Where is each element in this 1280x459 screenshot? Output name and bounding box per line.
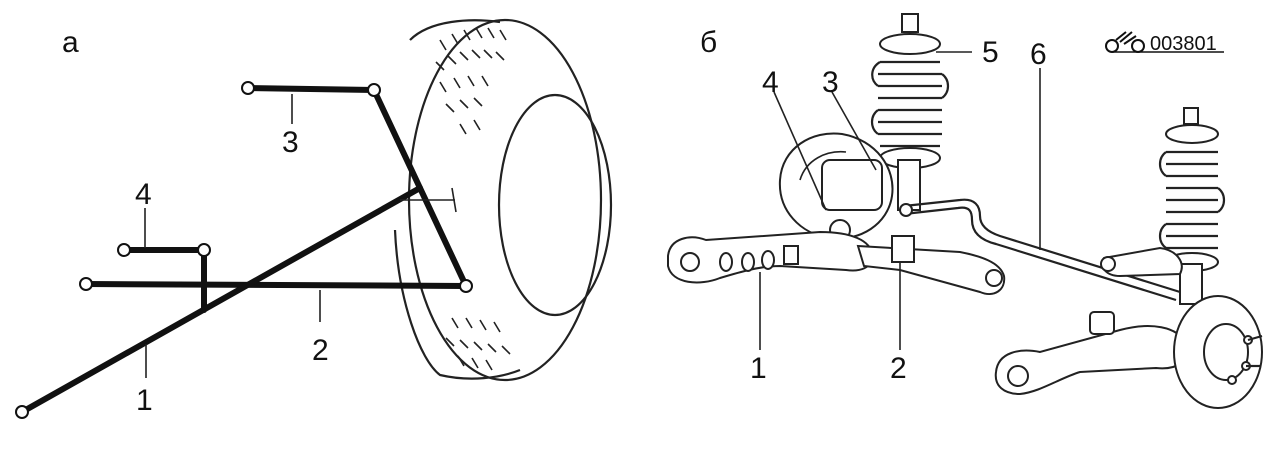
drawing-code: 003801 (1150, 33, 1217, 55)
panel-a-label-3: 3 (282, 126, 299, 159)
panel-b-label-3: 3 (822, 66, 839, 99)
rod-1 (19, 185, 423, 415)
panel-a: а (15, 18, 613, 419)
tire (393, 18, 613, 382)
rods (19, 85, 469, 415)
left-lower-arm (667, 230, 874, 284)
rod-2 (83, 281, 469, 289)
rear-hub (1173, 295, 1263, 409)
panel-b-label-5: 5 (982, 36, 999, 69)
panel-b-label-6: 6 (1030, 38, 1047, 71)
panel-a-label-4: 4 (135, 178, 152, 211)
panel-b-label-4: 4 (762, 66, 779, 99)
panel-a-label-1: 1 (136, 384, 153, 417)
panel-b-letter: б (700, 26, 717, 59)
stabilizer-bar (899, 198, 1181, 302)
rear-upper-link (1100, 246, 1183, 278)
panel-b: б 003801 (667, 13, 1263, 409)
joints (15, 81, 473, 419)
rear-strut (1158, 107, 1226, 305)
front-hub (778, 132, 894, 241)
drawing-code-mark: 003801 (1105, 31, 1224, 55)
panel-b-label-2: 2 (890, 352, 907, 385)
panel-b-label-1: 1 (750, 352, 767, 385)
lateral-link (856, 235, 1006, 295)
front-strut (870, 13, 950, 211)
panel-a-label-2: 2 (312, 334, 329, 367)
rear-lower-arm (994, 311, 1189, 396)
panel-a-letter: а (62, 26, 79, 59)
rod-3 (245, 85, 377, 93)
